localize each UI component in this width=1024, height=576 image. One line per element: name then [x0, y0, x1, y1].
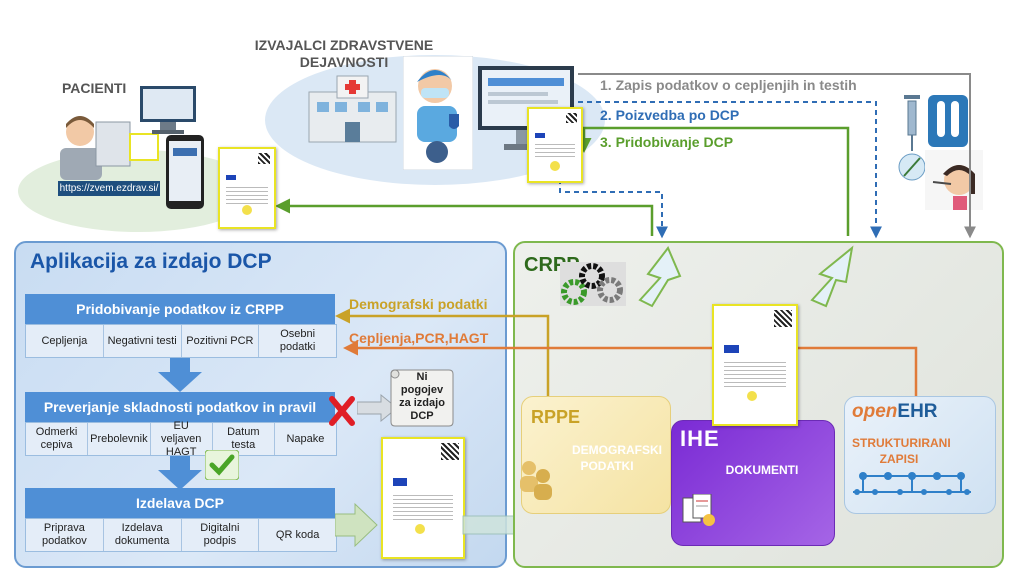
cell-qr-code: QR koda	[275, 528, 320, 541]
openehr-box	[844, 396, 996, 514]
cell-errors: Napake	[286, 432, 325, 445]
section-create-row: Priprava podatkov Izdelava dokumenta Dig…	[25, 518, 337, 552]
openehr-title-ehr: EHR	[897, 401, 938, 422]
cell-digital-signature: Digitalni podpis	[182, 519, 260, 551]
cell-vaccine-doses: Odmerki cepiva	[26, 423, 89, 455]
vaccination-flow-label: Cepljenja,PCR,HAGT	[349, 330, 489, 346]
cell-vaccinations: Cepljenja	[26, 325, 104, 357]
doctor-illustration	[403, 56, 473, 170]
down-arrow-1	[158, 358, 202, 392]
demographic-flow-label: Demografski podatki	[349, 296, 488, 312]
cell-document-create: Izdelava dokumenta	[104, 519, 182, 551]
desktop-monitor-icon	[140, 86, 196, 134]
openehr-title-open: open	[852, 401, 898, 422]
gears-icon	[560, 262, 626, 306]
cell-personal-data: Osebni podatki	[279, 328, 316, 353]
checkmark-icon	[205, 450, 239, 480]
patients-label: PACIENTI	[62, 80, 127, 96]
section-fetch-title: Pridobivanje podatkov iz CRPP	[25, 294, 335, 324]
patient-dcp-certificate	[218, 147, 276, 229]
section-fetch-row: Cepljenja Negativni testi Pozitivni PCR …	[25, 324, 337, 358]
ihe-box	[671, 420, 835, 546]
test-swab-icon	[898, 153, 926, 181]
nasal-swab-patient-icon	[925, 150, 983, 210]
section-create-title: Izdelava DCP	[25, 488, 335, 518]
cell-data-prep: Priprava podatkov	[26, 519, 104, 551]
section-verify-row: Odmerki cepiva Prebolevnik EU veljaven H…	[25, 420, 337, 458]
tree-structure-icon	[853, 472, 971, 495]
flow-label-2: 2. Poizvedba po DCP	[600, 107, 740, 123]
people-icon	[520, 461, 552, 500]
cell-positive-pcr: Pozitivni PCR	[182, 325, 260, 357]
patient-illustration	[60, 116, 159, 180]
cell-test-date: Datum testa	[213, 423, 275, 455]
cell-negative-tests: Negativni testi	[104, 325, 182, 357]
down-arrow-2	[158, 456, 202, 490]
hospital-icon	[308, 75, 397, 143]
ihe-title: IHE	[680, 426, 720, 451]
flow-label-1: 1. Zapis podatkov o cepljenjih in testih	[600, 77, 857, 93]
rppe-title: RPPE	[531, 407, 581, 427]
cell-recovered: Prebolevnik	[88, 423, 151, 455]
section-verify-title: Preverjanje skladnosti podatkov in pravi…	[25, 392, 335, 422]
provider-dcp-certificate	[527, 107, 583, 183]
reject-arrow	[357, 393, 398, 423]
cell-eu-hagt: EU veljaven HAGT	[151, 420, 213, 458]
smartphone-icon	[166, 135, 204, 209]
patient-portal-url[interactable]: https://zvem.ezdrav.si/	[58, 181, 160, 196]
no-conditions-note: Ni pogojev za izdajo DCP	[399, 371, 445, 422]
app-title: Aplikacija za izdajo DCP	[30, 250, 272, 273]
flow-label-3: 3. Pridobivanje DCP	[600, 134, 734, 150]
rppe-text: DEMOGRAFSKI PODATKI	[572, 443, 662, 473]
openehr-text: STRUKTURIRANI ZAPISI	[852, 436, 951, 466]
red-x-icon	[329, 396, 355, 426]
providers-label: IZVAJALCI ZDRAVSTVENE DEJAVNOSTI	[254, 37, 434, 70]
scroll-note-shape	[390, 369, 454, 427]
documents-icon	[682, 494, 715, 526]
ihe-text: DOKUMENTI	[725, 463, 799, 477]
crpp-dcp-certificate	[712, 304, 798, 426]
issued-dcp-certificate	[381, 437, 465, 559]
vaccine-syringe-icon	[904, 95, 920, 151]
test-tubes-icon	[928, 95, 968, 147]
openehr-title: openEHR	[852, 401, 938, 423]
